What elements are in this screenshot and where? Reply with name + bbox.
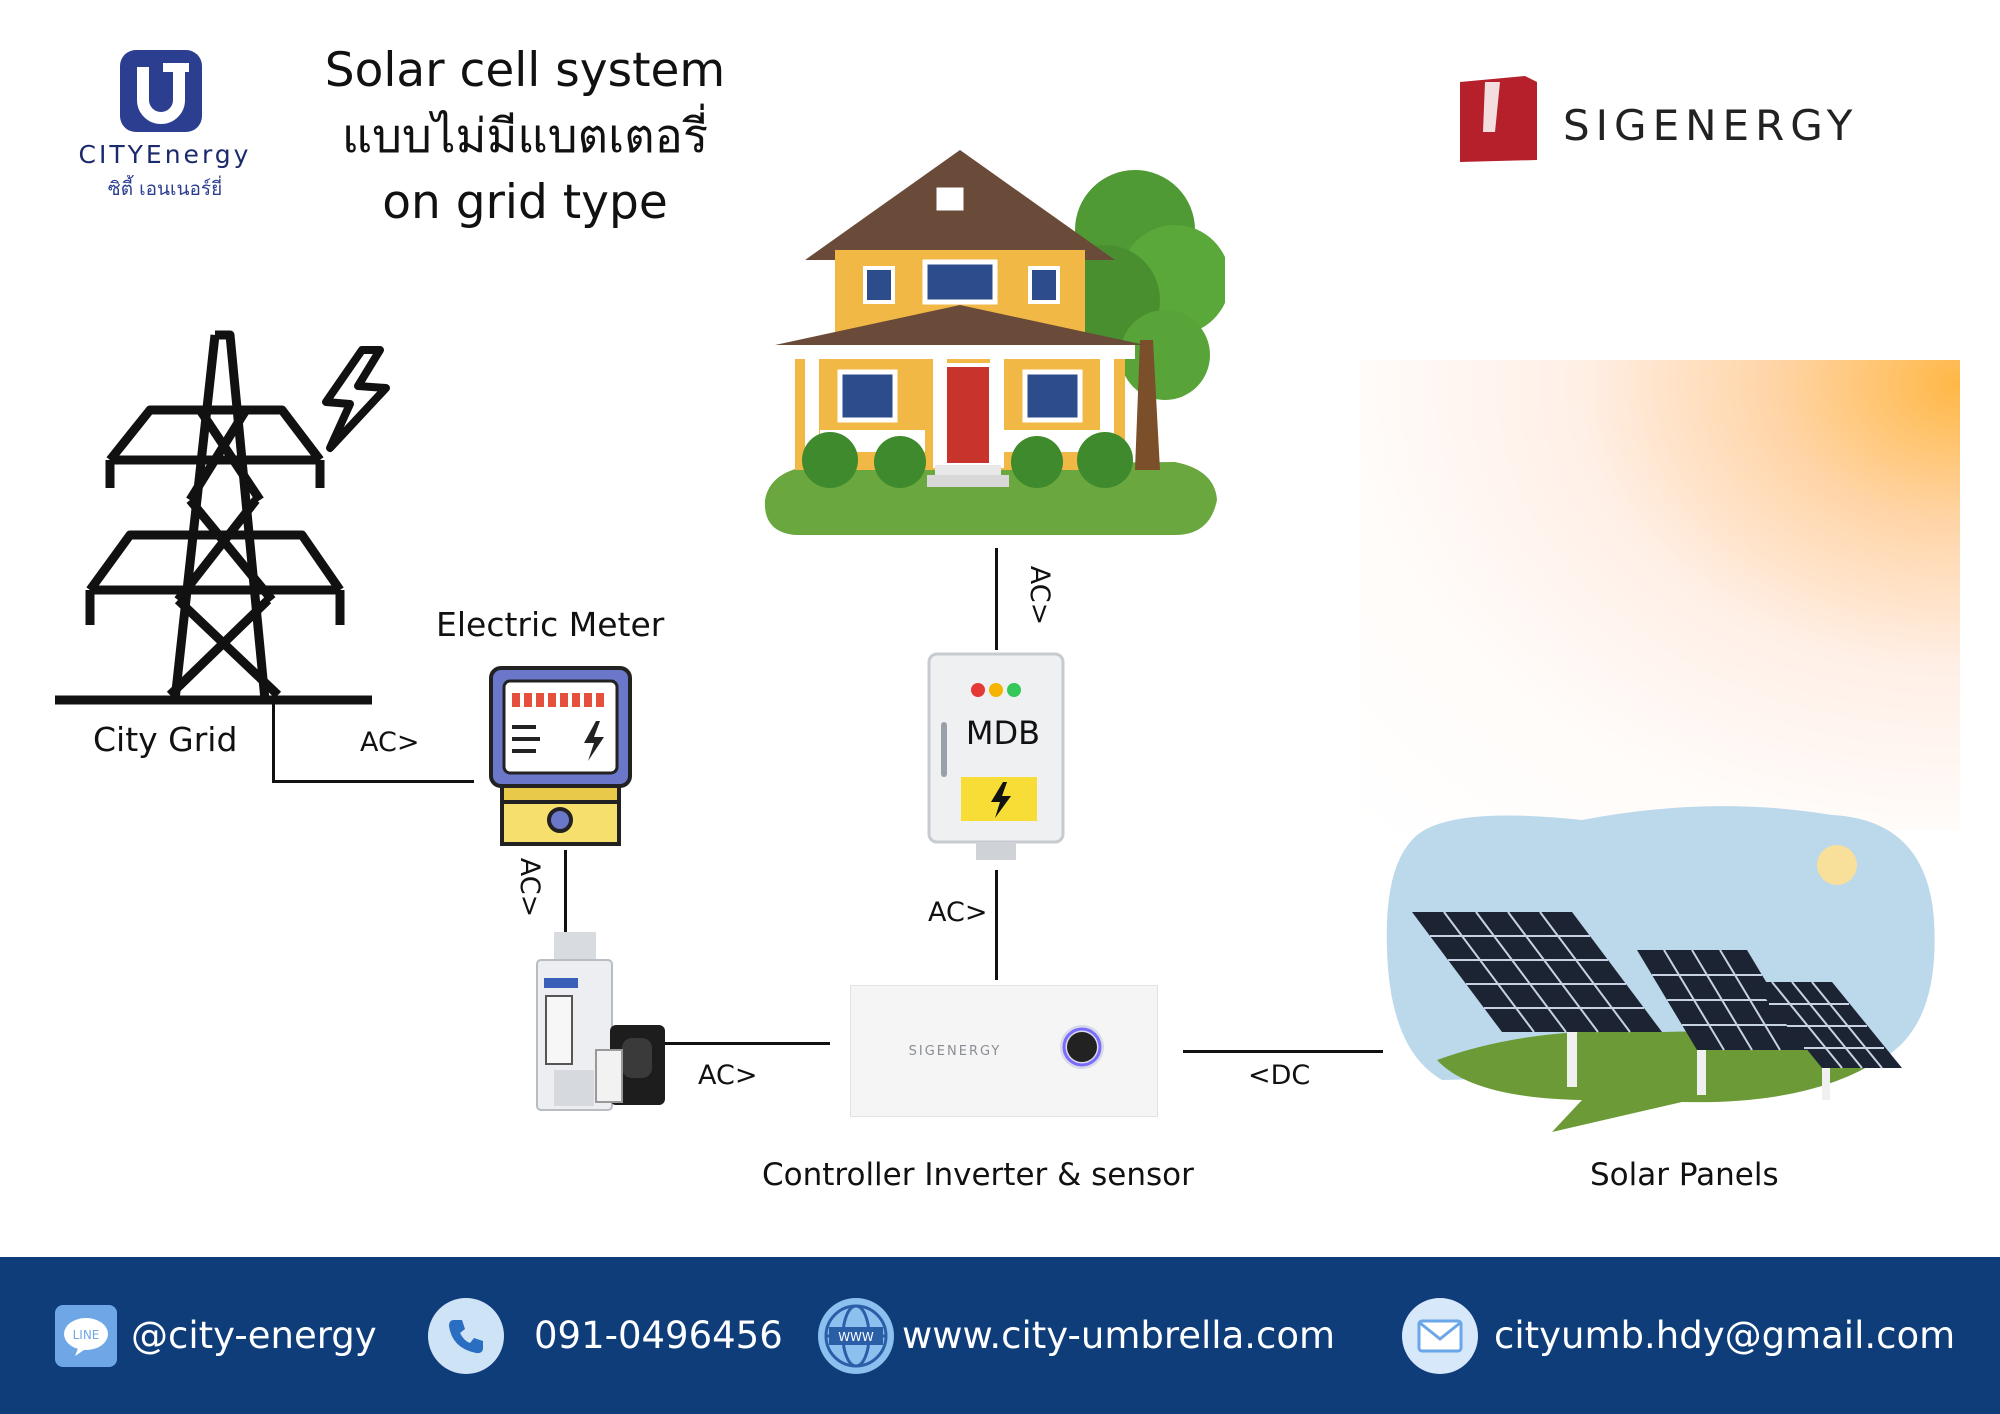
footer-email-contact[interactable]: cityumb.hdy@gmail.com (1402, 1257, 1955, 1414)
meter-to-sensor-line (564, 850, 567, 950)
sigenergy-logo-mark: SIGENERGY (1460, 76, 1858, 162)
inverter-brand-text: SIGENERGY (909, 1044, 1002, 1059)
transmission-tower-icon (50, 330, 410, 710)
inverter-box: SIGENERGY (849, 984, 1159, 1118)
grid-to-meter-line-horizontal (272, 780, 474, 783)
mdb-box: MDB (927, 652, 1065, 862)
inverter-to-mdb-line (995, 870, 998, 980)
sigenergy-logo: SIGENERGY (1455, 72, 1905, 172)
solar-panels-label: Solar Panels (1590, 1157, 1779, 1193)
label-panels-inverter: <DC (1248, 1060, 1311, 1091)
footer-line-contact[interactable]: LINE @city-energy (55, 1257, 377, 1414)
energy-sensor-icon (532, 930, 667, 1115)
footer-phone-text: 091-0496456 (534, 1314, 783, 1357)
panels-to-inverter-line (1183, 1050, 1383, 1053)
title-line-2: แบบไม่มีแบตเตอรี่ (341, 109, 709, 164)
city-energy-logo-mark: CITYEnergy ซิตี้ เอนเนอร์ยี่ (79, 50, 252, 200)
city-energy-logo: CITYEnergy ซิตี้ เอนเนอร์ยี่ (55, 45, 275, 215)
solar-panel-small (1752, 981, 1902, 1100)
contact-footer: LINE @city-energy 091-0496456 WWW www.ci… (0, 1257, 2000, 1414)
electric-meter-label: Electric Meter (436, 605, 665, 644)
mdb-to-house-line (995, 548, 998, 650)
inverter-label: Controller Inverter & sensor (762, 1157, 1194, 1193)
line-app-icon: LINE (55, 1304, 117, 1367)
city-energy-logo-text: CITYEnergy (79, 140, 252, 169)
globe-www-icon: WWW (818, 1297, 894, 1374)
phone-icon (428, 1297, 504, 1374)
solar-panels-icon (1382, 800, 1942, 1150)
label-grid-meter: AC> (360, 727, 420, 758)
footer-email-text: cityumb.hdy@gmail.com (1494, 1314, 1956, 1357)
house-icon (755, 140, 1230, 540)
line-icon-text: LINE (73, 1328, 100, 1342)
label-inverter-mdb: AC> (928, 897, 988, 928)
footer-line-text: @city-energy (131, 1314, 377, 1357)
www-icon-text: WWW (838, 1330, 874, 1344)
sensor-to-inverter-line (660, 1042, 830, 1045)
title-line-1: Solar cell system (324, 43, 726, 98)
label-mdb-house: AC> (1024, 565, 1056, 626)
sigenergy-logo-text: SIGENERGY (1563, 101, 1858, 150)
city-energy-logo-thai: ซิตี้ เอนเนอร์ยี่ (108, 175, 222, 200)
title-line-3: on grid type (382, 175, 668, 230)
solar-panel-medium (1637, 949, 1807, 1095)
city-grid-label: City Grid (93, 720, 238, 759)
mdb-label: MDB (966, 714, 1040, 752)
footer-website-contact[interactable]: WWW www.city-umbrella.com (818, 1257, 1335, 1414)
grid-to-meter-line-vertical (272, 690, 275, 782)
label-sensor-inverter: AC> (698, 1060, 758, 1091)
footer-website-text: www.city-umbrella.com (902, 1314, 1336, 1357)
solar-panel-large (1412, 911, 1662, 1087)
electric-meter-icon (488, 665, 633, 847)
footer-phone-contact[interactable]: 091-0496456 (428, 1257, 783, 1414)
email-icon (1402, 1297, 1478, 1374)
label-meter-sensor: AC> (514, 857, 546, 918)
sun-glow (1360, 360, 1960, 830)
diagram-title: Solar cell system แบบไม่มีแบตเตอรี่ on g… (300, 38, 750, 236)
